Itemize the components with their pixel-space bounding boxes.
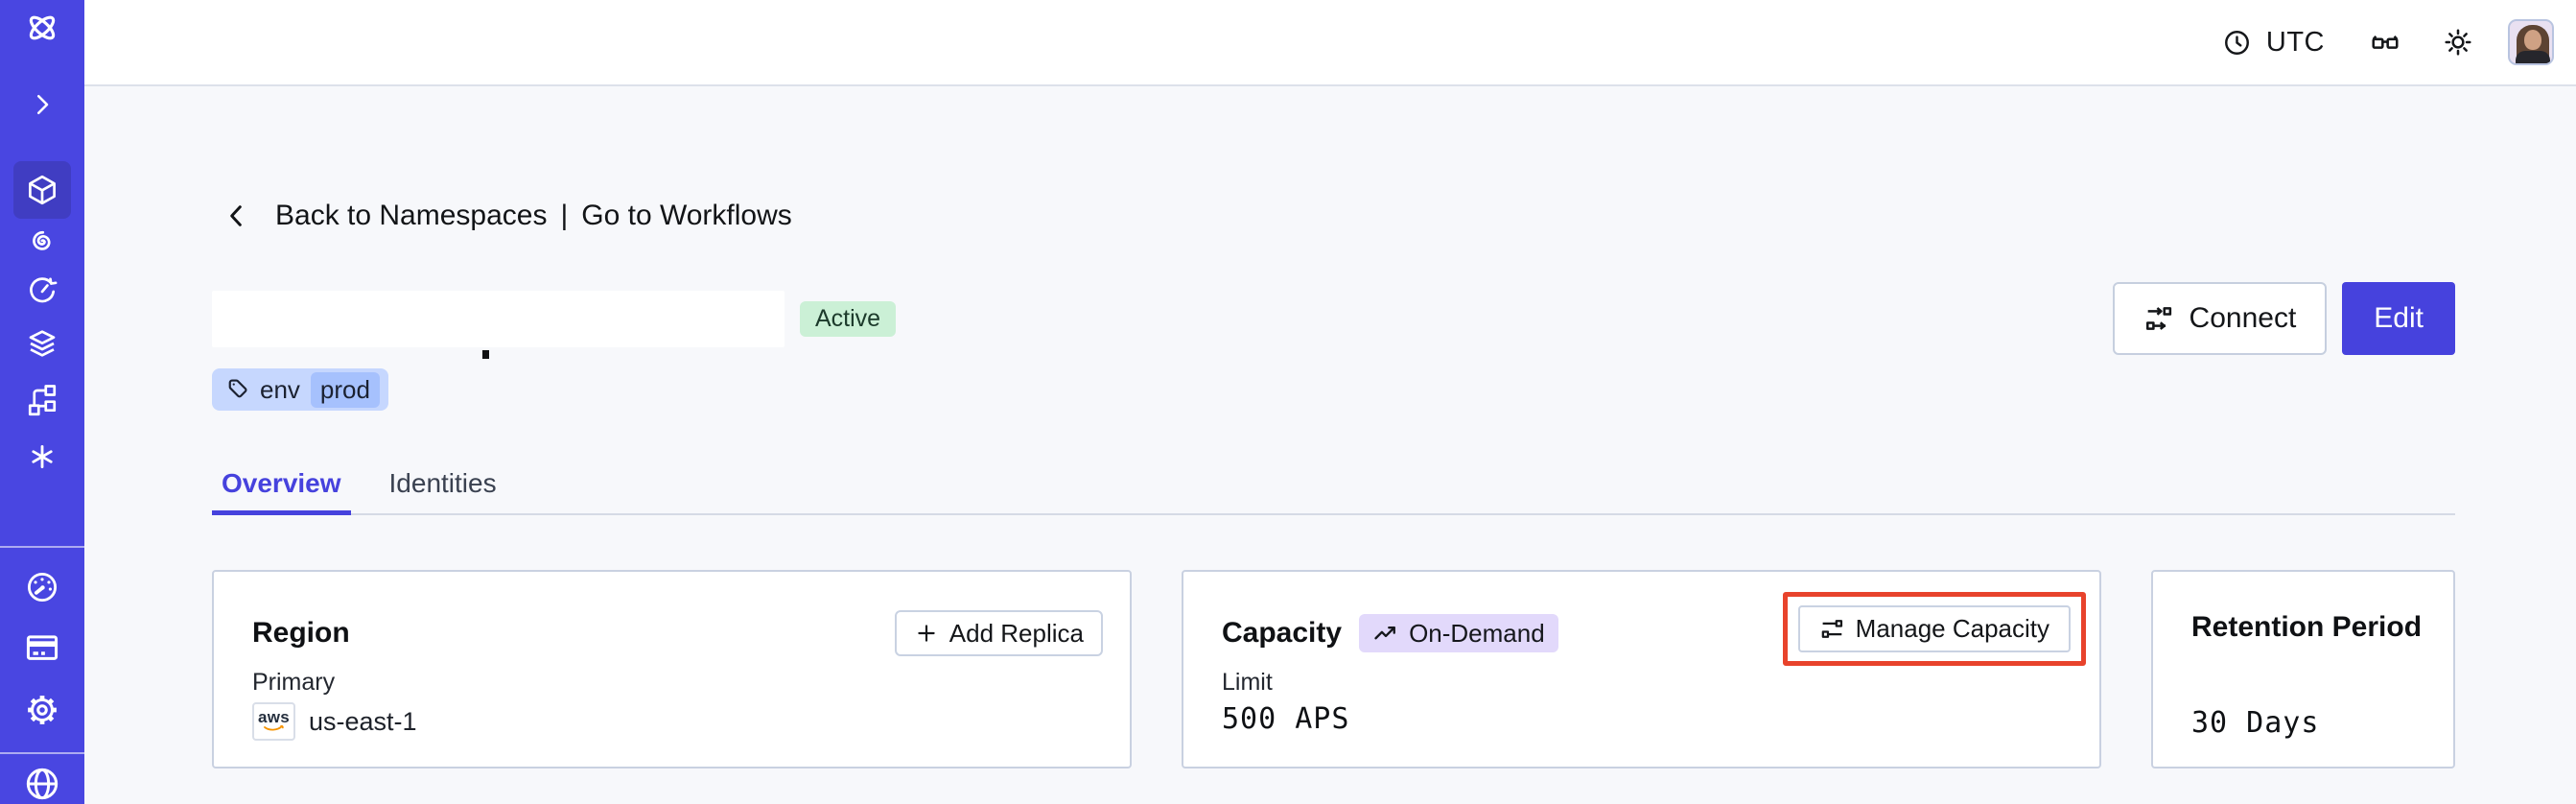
breadcrumb-separator: | [560, 200, 569, 231]
add-replica-button[interactable]: Add Replica [894, 610, 1103, 656]
timezone-selector[interactable]: UTC [2222, 27, 2325, 59]
sidebar-item-deployments[interactable] [0, 379, 84, 419]
sidebar-divider [0, 752, 84, 755]
status-badge: Active [800, 300, 897, 337]
avatar-shirt [2516, 51, 2550, 63]
add-replica-label: Add Replica [948, 618, 1084, 648]
sliders-icon [1821, 620, 1842, 638]
avatar-face [2524, 30, 2541, 50]
timezone-label: UTC [2265, 26, 2325, 58]
user-avatar[interactable] [2508, 19, 2554, 65]
back-to-namespaces-link[interactable]: Back to Namespaces [275, 200, 548, 231]
account-icon [26, 768, 59, 800]
manage-capacity-highlight: Manage Capacity [1782, 592, 2086, 666]
aws-provider-icon: aws [252, 702, 295, 741]
sidebar-divider [0, 545, 84, 548]
edit-label: Edit [2374, 302, 2424, 334]
tag-icon [228, 379, 247, 398]
tag-row: env prod [212, 368, 2455, 411]
billing-card-icon [26, 634, 59, 660]
breadcrumb: Back to Namespaces | Go to Workflows [212, 197, 2455, 235]
edit-button[interactable]: Edit [2342, 282, 2455, 355]
sidebar-item-account[interactable] [0, 764, 84, 804]
retention-card: Retention Period 30 Days [2151, 570, 2455, 769]
usage-gauge-icon [27, 572, 58, 602]
back-chevron-icon[interactable] [222, 201, 252, 231]
sidebar-item-nexus[interactable] [0, 437, 84, 477]
on-demand-badge: On-Demand [1359, 614, 1558, 652]
region-card-title: Region [252, 617, 350, 649]
redacted-namespace-title [212, 290, 785, 347]
connect-button[interactable]: Connect [2112, 282, 2328, 355]
sidebar-item-namespaces[interactable] [0, 160, 84, 219]
manage-capacity-label: Manage Capacity [1855, 614, 2049, 643]
nexus-icon [32, 444, 53, 468]
overview-cards: Region Add Replica Primary aws us [212, 570, 2455, 769]
region-card: Region Add Replica Primary aws us [212, 570, 1132, 769]
theme-sun-icon[interactable] [2443, 27, 2473, 58]
capacity-field-label: Limit [1222, 669, 1273, 696]
manage-capacity-button[interactable]: Manage Capacity [1797, 605, 2071, 652]
namespaces-icon [13, 160, 71, 219]
batch-operations-icon [29, 330, 56, 357]
settings-gear-icon [28, 696, 57, 725]
capacity-value: 500 APS [1222, 702, 1350, 736]
deployments-icon [28, 385, 57, 416]
plus-icon [918, 625, 935, 642]
sidebar-item-settings[interactable] [0, 690, 84, 730]
retention-value: 30 Days [2191, 706, 2320, 740]
expand-chevron-icon[interactable] [0, 84, 84, 125]
go-to-workflows-link[interactable]: Go to Workflows [581, 200, 792, 231]
sidebar-item-usage[interactable] [0, 567, 84, 607]
on-demand-label: On-Demand [1409, 618, 1545, 648]
title-text-artifact [482, 350, 489, 359]
topbar: UTC [84, 0, 2576, 86]
trending-up-icon [1374, 627, 1395, 640]
region-value: us-east-1 [309, 706, 417, 736]
connect-icon [2145, 307, 2171, 330]
tag-key: env [260, 374, 300, 404]
tab-bar: Overview Identities [212, 443, 2455, 515]
sidebar [0, 0, 84, 804]
main-content: Back to Namespaces | Go to Workflows Act… [84, 86, 2576, 804]
clock-icon [2224, 30, 2249, 55]
tab-identities[interactable]: Identities [388, 468, 497, 498]
workflows-icon [33, 231, 51, 251]
capacity-card: Capacity On-Demand [1182, 570, 2101, 769]
tab-overview[interactable]: Overview [212, 443, 351, 515]
aws-logo-text: aws [257, 708, 291, 726]
schedules-icon [30, 277, 58, 303]
tag-value: prod [310, 371, 380, 408]
sidebar-item-batch-operations[interactable] [0, 323, 84, 364]
sidebar-item-workflows[interactable] [0, 223, 84, 263]
temporal-logo-icon[interactable] [0, 6, 84, 50]
capacity-card-title: Capacity [1222, 617, 1343, 649]
retention-card-title: Retention Period [2191, 611, 2423, 643]
sidebar-item-schedules[interactable] [0, 272, 84, 312]
labs-glasses-icon[interactable] [2370, 27, 2400, 58]
connect-label: Connect [2189, 302, 2297, 334]
namespace-tag: env prod [212, 368, 388, 411]
namespace-header: Active Connect Edit [212, 282, 2455, 359]
region-field-label: Primary [252, 669, 336, 696]
sidebar-item-billing[interactable] [0, 627, 84, 668]
